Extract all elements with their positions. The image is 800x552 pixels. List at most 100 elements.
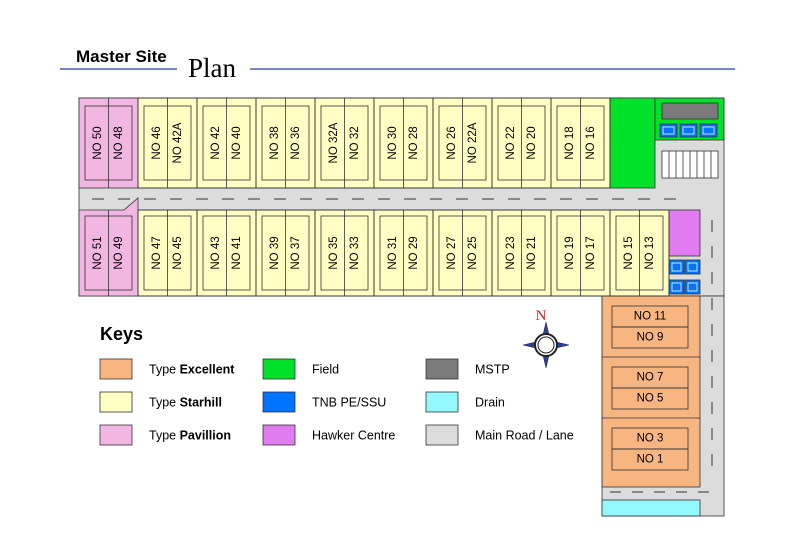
legend-item: Type Excellent xyxy=(99,358,235,380)
lot-label: NO 32A xyxy=(328,122,340,163)
lot-pair: NO 38 NO 36 xyxy=(255,97,316,189)
legend-swatch xyxy=(262,391,296,413)
title-plan: Plan xyxy=(188,53,237,83)
lot-label: NO 22A xyxy=(467,122,479,163)
legend-swatch xyxy=(99,391,133,413)
excellent-lot-label: NO 3 xyxy=(637,433,664,445)
compass-north-label: N xyxy=(536,308,547,324)
lot-pair: NO 42 NO 40 xyxy=(196,97,257,189)
mstp-block xyxy=(661,102,719,120)
legend-label: Type Pavillion xyxy=(149,429,231,443)
lot-pair: NO 18 NO 16 xyxy=(550,97,611,189)
tnb-units-top xyxy=(659,123,718,138)
lot-pair: NO 31 NO 29 xyxy=(373,209,434,297)
lot-label: NO 40 xyxy=(231,126,243,159)
legend-label: Field xyxy=(312,363,339,377)
lot-pair: NO 51 NO 49 xyxy=(84,210,133,296)
legend-swatch xyxy=(425,424,459,446)
excellent-lot: NO 1 xyxy=(611,448,689,471)
excellent-lot-label: NO 5 xyxy=(637,393,664,405)
lot-label: NO 31 xyxy=(387,236,399,269)
legend-label: MSTP xyxy=(475,363,510,377)
lot-label: NO 25 xyxy=(467,236,479,269)
lot-label: NO 45 xyxy=(172,236,184,269)
lot-label: NO 35 xyxy=(328,236,340,269)
lot-label: NO 42A xyxy=(172,122,184,163)
legend-label: Hawker Centre xyxy=(312,429,395,443)
lot-label: NO 51 xyxy=(92,236,104,269)
keys-title: Keys xyxy=(100,324,143,344)
excellent-lot: NO 5 xyxy=(611,387,689,410)
lot-label: NO 43 xyxy=(210,236,222,269)
legend-item: Type Starhill xyxy=(99,391,222,413)
lot-label: NO 23 xyxy=(505,236,517,269)
legend-swatch xyxy=(425,358,459,380)
title-master-site: Master Site xyxy=(76,47,167,66)
lot-pair: NO 50 NO 48 xyxy=(84,98,133,188)
legend-label: Drain xyxy=(475,396,505,410)
lot-pair: NO 35 NO 33 xyxy=(314,209,375,297)
lot-pair: NO 46 NO 42A xyxy=(137,97,198,189)
legend-item: Drain xyxy=(425,391,505,413)
legend-item: Hawker Centre xyxy=(262,424,395,446)
legend-item: TNB PE/SSU xyxy=(262,391,386,413)
lot-pair: NO 43 NO 41 xyxy=(196,209,257,297)
excellent-lots-layer: NO 11 NO 9 NO 7 NO 5 NO 3 NO 1 xyxy=(611,305,689,471)
excellent-lot-label: NO 11 xyxy=(634,311,666,323)
lot-pair: NO 22 NO 20 xyxy=(491,97,552,189)
lot-label: NO 28 xyxy=(408,126,420,159)
legend-swatch xyxy=(262,358,296,380)
excellent-lot-label: NO 1 xyxy=(637,454,664,466)
lot-label: NO 17 xyxy=(585,236,597,269)
legend-label: Type Excellent xyxy=(149,363,235,377)
lot-label: NO 19 xyxy=(564,236,576,269)
excellent-lot-label: NO 7 xyxy=(637,372,664,384)
legend-swatch xyxy=(99,358,133,380)
legend-item: Type Pavillion xyxy=(99,424,231,446)
legend-item: Main Road / Lane xyxy=(425,424,574,446)
lot-label: NO 48 xyxy=(113,126,125,159)
legend-item: MSTP xyxy=(425,358,510,380)
lot-label: NO 49 xyxy=(113,236,125,269)
lot-label: NO 47 xyxy=(151,236,163,269)
lot-label: NO 46 xyxy=(151,126,163,159)
lot-label: NO 38 xyxy=(269,126,281,159)
lot-label: NO 50 xyxy=(92,126,104,159)
excellent-zone xyxy=(601,295,701,488)
lot-label: NO 29 xyxy=(408,236,420,269)
lot-label: NO 42 xyxy=(210,126,222,159)
legend-label: Main Road / Lane xyxy=(475,429,574,443)
hawker-centre xyxy=(668,209,701,257)
road-lane-markings xyxy=(92,198,713,493)
lot-label: NO 26 xyxy=(446,126,458,159)
lot-label: NO 39 xyxy=(269,236,281,269)
drain xyxy=(601,499,701,517)
legend-swatch xyxy=(425,391,459,413)
lot-label: NO 41 xyxy=(231,236,243,269)
excellent-lot-label: NO 9 xyxy=(637,332,664,344)
lot-label: NO 15 xyxy=(623,236,635,269)
lot-label: NO 22 xyxy=(505,126,517,159)
lot-label: NO 27 xyxy=(446,236,458,269)
lot-pair: NO 32A NO 32 xyxy=(314,97,375,189)
compass-icon: N xyxy=(522,308,570,369)
lot-label: NO 36 xyxy=(290,126,302,159)
field-zone xyxy=(609,97,656,189)
lot-label: NO 32 xyxy=(349,126,361,159)
tnb-units-bottom xyxy=(668,259,701,295)
legend-swatch xyxy=(262,424,296,446)
lot-label: NO 13 xyxy=(644,236,656,269)
lot-label: NO 37 xyxy=(290,236,302,269)
lot-label: NO 20 xyxy=(526,126,538,159)
excellent-lot: NO 9 xyxy=(611,326,689,349)
legend-item: Field xyxy=(262,358,339,380)
legend-label: Type Starhill xyxy=(149,396,222,410)
lot-label: NO 33 xyxy=(349,236,361,269)
lot-label: NO 16 xyxy=(585,126,597,159)
legend-swatch xyxy=(99,424,133,446)
lot-label: NO 18 xyxy=(564,126,576,159)
